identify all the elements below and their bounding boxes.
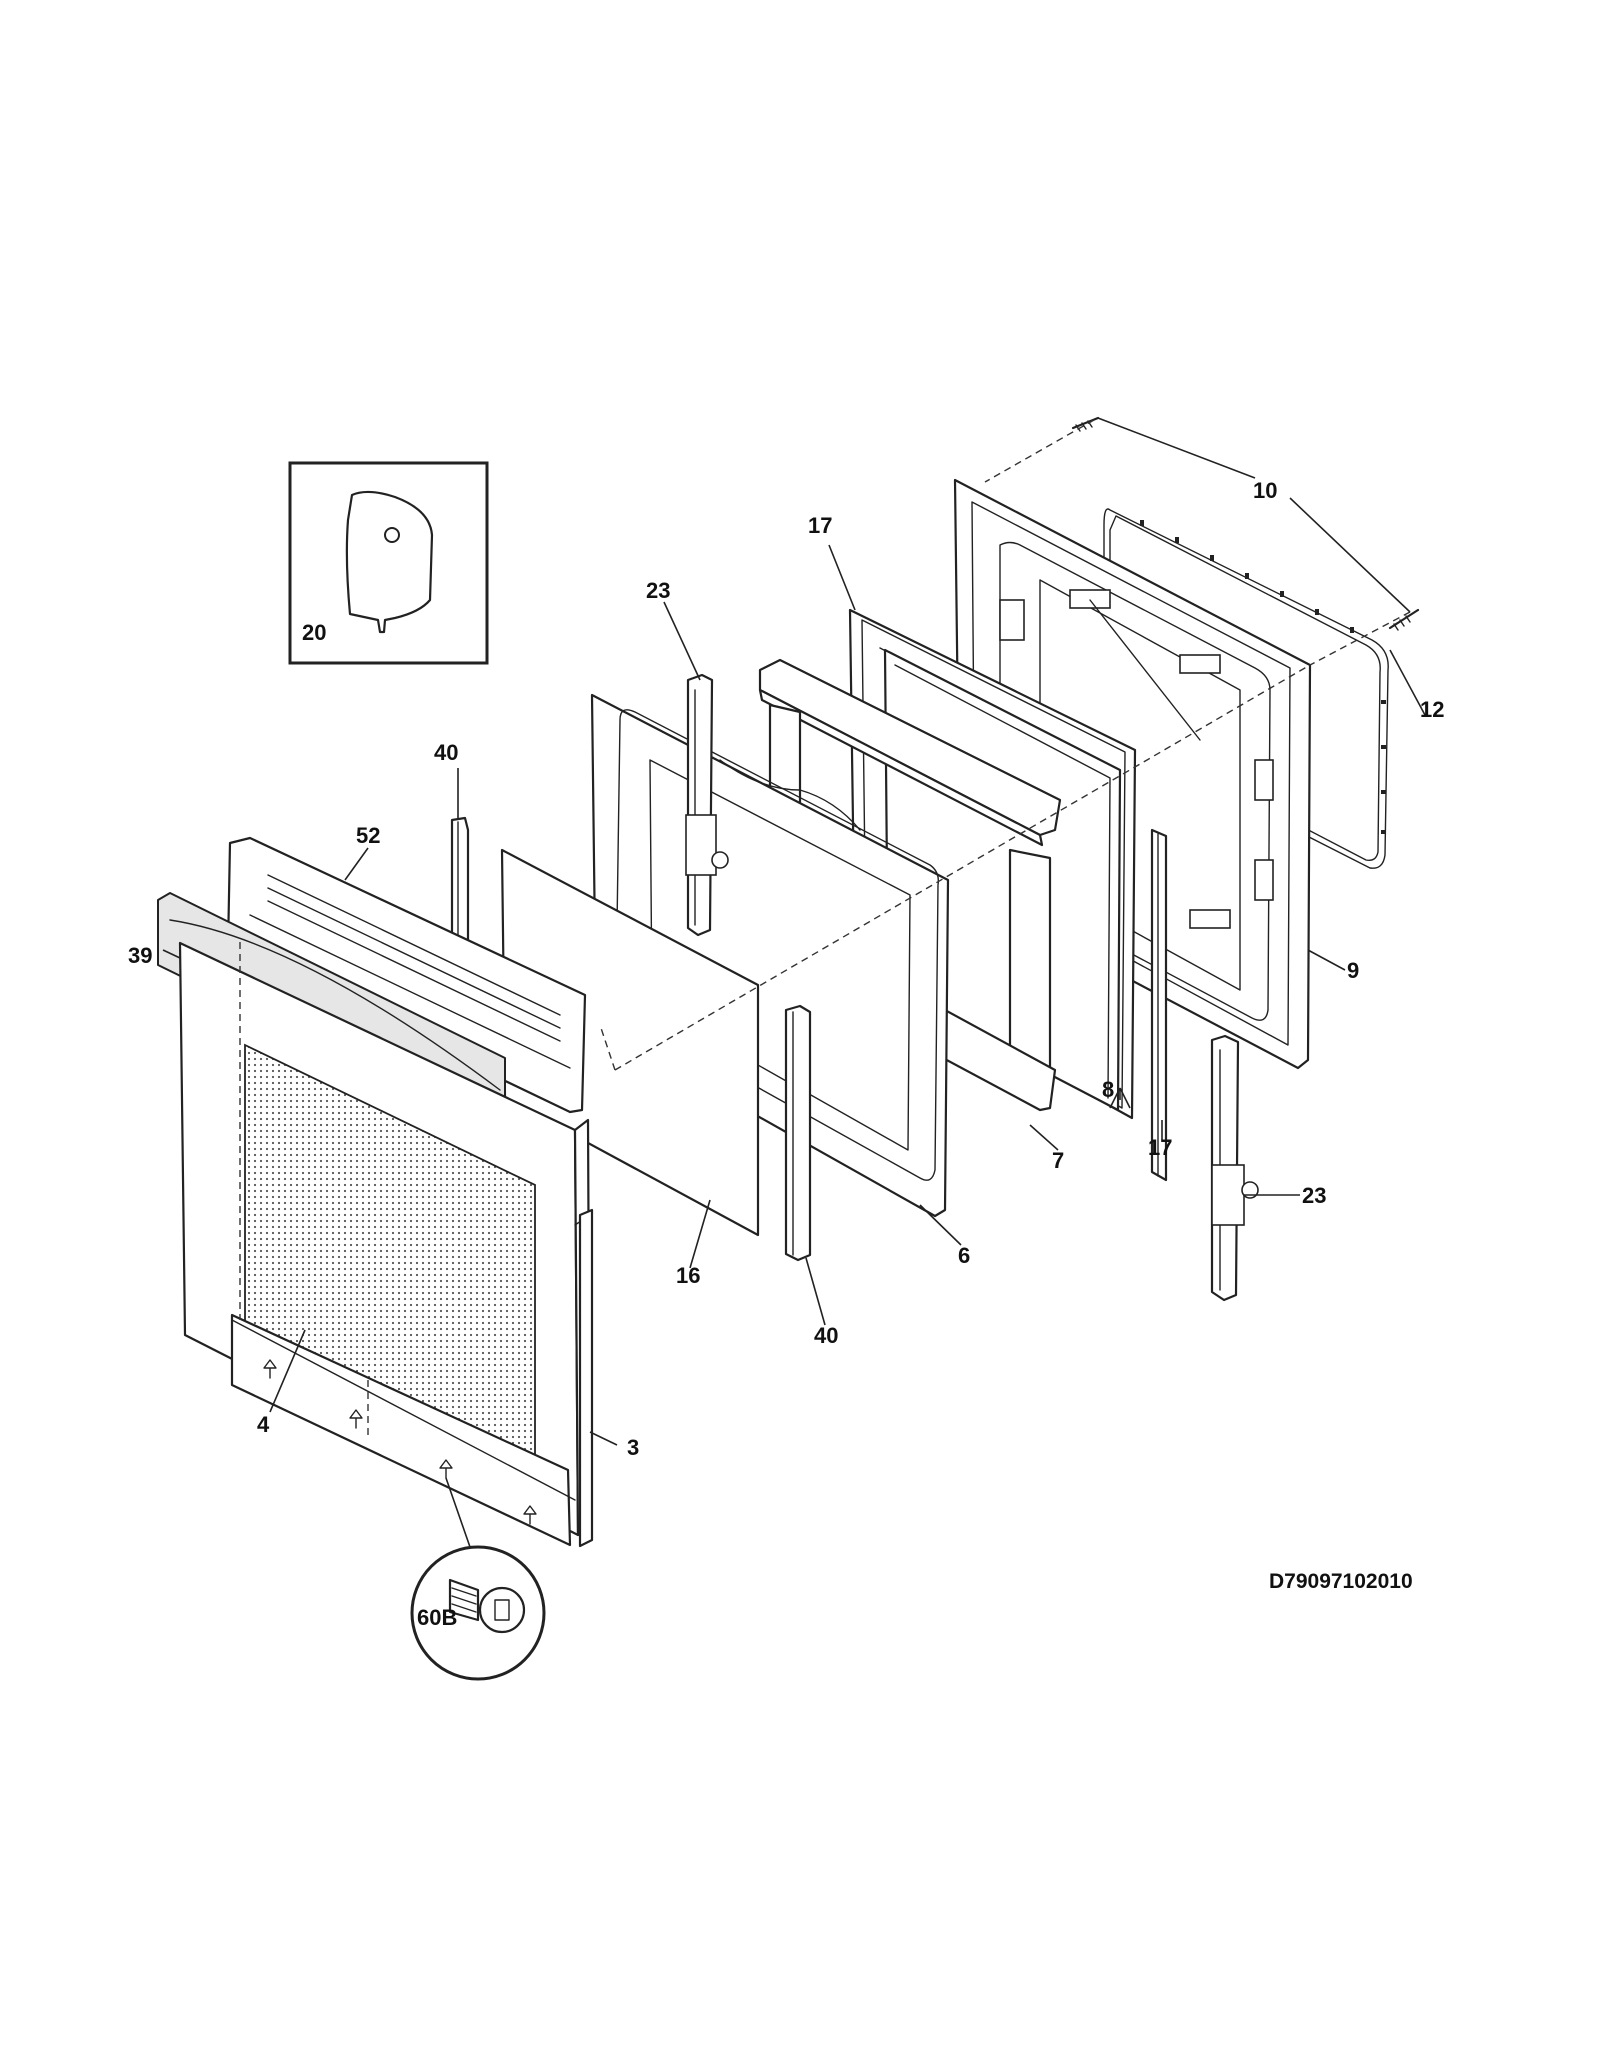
outer-door-4: [178, 941, 592, 1547]
channel-40-bottom: [784, 1004, 812, 1262]
callout-20: 20: [302, 620, 326, 645]
callout-52: 52: [356, 823, 380, 848]
screw-10-top: [1071, 416, 1100, 432]
callout-12: 12: [1420, 697, 1444, 722]
bottom-trim-3: [231, 1208, 594, 1548]
alignment-lines: [239, 419, 1411, 1435]
callout-17-top: 17: [808, 513, 832, 538]
callout-40-bottom: 40: [814, 1323, 838, 1348]
seal-17-bottom-strip: [1150, 828, 1168, 1182]
callout-16: 16: [676, 1263, 700, 1288]
callout-9: 9: [1347, 958, 1359, 983]
callout-39: 39: [128, 943, 152, 968]
hinge-23-bottom: [1210, 1034, 1259, 1302]
callout-10: 10: [1253, 478, 1277, 503]
callout-17-bottom: 17: [1148, 1135, 1172, 1160]
callout-40-top: 40: [434, 740, 458, 765]
drawing-code: D79097102010: [1269, 1570, 1413, 1593]
screw-10-right: [1388, 608, 1420, 631]
callouts: 10 12 9 17 17 23 23 8 7 6 16 40 40 52 39…: [128, 478, 1444, 1630]
leader-lines: [162, 417, 1426, 1548]
callout-60b: 60B: [417, 1605, 457, 1630]
callout-4: 4: [257, 1412, 270, 1437]
callout-8: 8: [1102, 1077, 1114, 1102]
callout-23-bottom: 23: [1302, 1183, 1326, 1208]
inset-part-20: [288, 461, 489, 665]
callout-23-top: 23: [646, 578, 670, 603]
screw-60b-detail: [410, 1545, 546, 1681]
callout-3: 3: [627, 1435, 639, 1460]
top-trim-52: [226, 836, 587, 1114]
callout-6: 6: [958, 1243, 970, 1268]
hinge-23-top: [685, 673, 729, 937]
small-screws: [263, 1359, 537, 1525]
callout-7: 7: [1052, 1148, 1064, 1173]
